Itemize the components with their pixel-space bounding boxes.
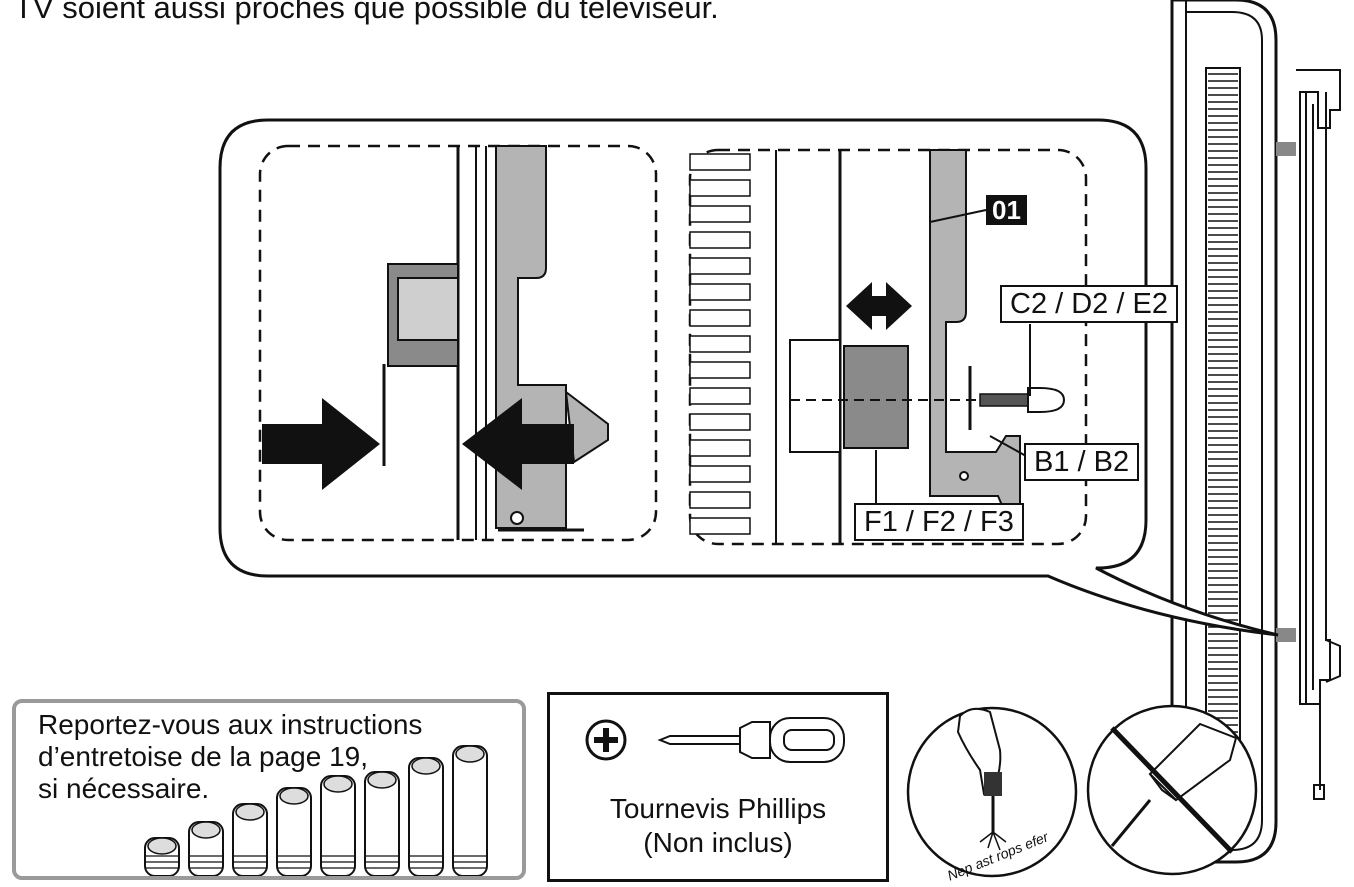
spacer-item — [144, 837, 180, 877]
detail-right — [688, 148, 1088, 546]
phillips-icon — [585, 719, 627, 761]
spacer-item — [452, 745, 488, 877]
spacer-label: F1 / F2 / F3 — [854, 503, 1024, 541]
no-drill-icon — [1086, 704, 1258, 876]
spacer-item — [364, 771, 400, 877]
part-number-badge: 01 — [986, 195, 1027, 225]
heatsink-fin — [689, 491, 751, 509]
heatsink-fin — [689, 153, 751, 171]
spacer-item — [188, 821, 224, 877]
heatsink-fin — [689, 231, 751, 249]
wall-bracket — [1296, 69, 1341, 800]
screwdriver-ok-icon — [906, 706, 1078, 878]
heatsink-fin — [689, 387, 751, 405]
screwdriver-icon — [657, 717, 845, 763]
note-line: si nécessaire. — [38, 773, 210, 804]
spacer-note-box: Reportez-vous aux instructions d’entreto… — [12, 699, 526, 880]
spacer-item — [276, 787, 312, 877]
heatsink-fin — [689, 413, 751, 431]
tool-note: (Non inclus) — [643, 827, 793, 858]
header-text: TV soient aussi proches que possible du … — [14, 0, 719, 25]
spacer-item — [320, 775, 356, 877]
tv-side-panel — [1170, 0, 1296, 864]
heatsink-fin — [689, 335, 751, 353]
heatsink-fin — [689, 361, 751, 379]
screw-label: C2 / D2 / E2 — [1000, 285, 1178, 323]
heatsink-fin — [689, 205, 751, 223]
push-arrow-icon — [462, 398, 574, 490]
note-line: d’entretoise de la page 19, — [38, 741, 369, 772]
spacer-item — [408, 757, 444, 877]
heatsink-fin — [689, 439, 751, 457]
spacer-set — [144, 745, 488, 877]
washer-label: B1 / B2 — [1024, 443, 1140, 481]
heatsink-fin — [689, 465, 751, 483]
spacer-item — [232, 803, 268, 877]
heatsink-fin — [689, 517, 751, 535]
tool-name: Tournevis Phillips — [609, 793, 827, 824]
note-line: Reportez-vous aux instructions — [38, 709, 423, 740]
heatsink-fin — [689, 309, 751, 327]
push-arrow-icon — [262, 398, 380, 490]
double-arrow-icon — [846, 282, 912, 330]
tool-box: Tournevis Phillips (Non inclus) — [547, 692, 889, 882]
heatsink-fin — [689, 283, 751, 301]
heatsink-fin — [689, 257, 751, 275]
heatsink-fin — [689, 179, 751, 197]
